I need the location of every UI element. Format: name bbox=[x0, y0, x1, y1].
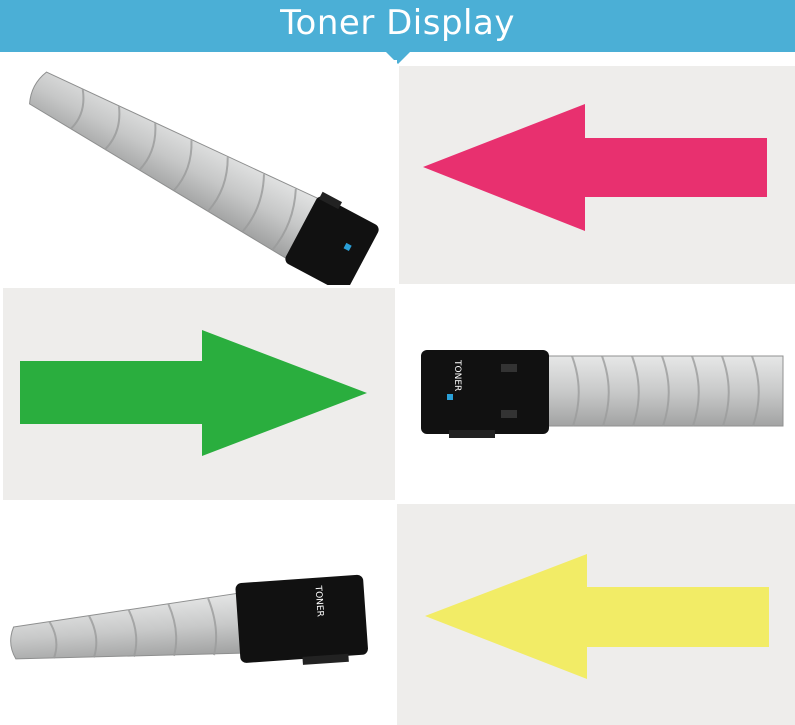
toner-cartridge-icon bbox=[29, 71, 379, 285]
toner-panel-2: TONER bbox=[397, 288, 795, 500]
arrow-left-icon bbox=[423, 104, 767, 231]
toner-panel-3: TONER bbox=[0, 506, 397, 725]
toner-label: TONER bbox=[452, 359, 462, 391]
page-title: Toner Display bbox=[280, 3, 515, 43]
toner-label: TONER bbox=[312, 584, 324, 617]
arrow-left-icon bbox=[425, 554, 769, 679]
arrow-panel-green bbox=[3, 288, 395, 500]
toner-cartridge-icon: TONER bbox=[10, 574, 368, 665]
arrow-panel-magenta bbox=[399, 66, 795, 284]
toner-panel-1 bbox=[0, 60, 397, 285]
arrow-right-icon bbox=[20, 330, 367, 456]
toner-cartridge-icon: TONER bbox=[421, 350, 784, 438]
arrow-panel-yellow bbox=[397, 504, 795, 725]
header-banner: Toner Display bbox=[0, 0, 795, 52]
